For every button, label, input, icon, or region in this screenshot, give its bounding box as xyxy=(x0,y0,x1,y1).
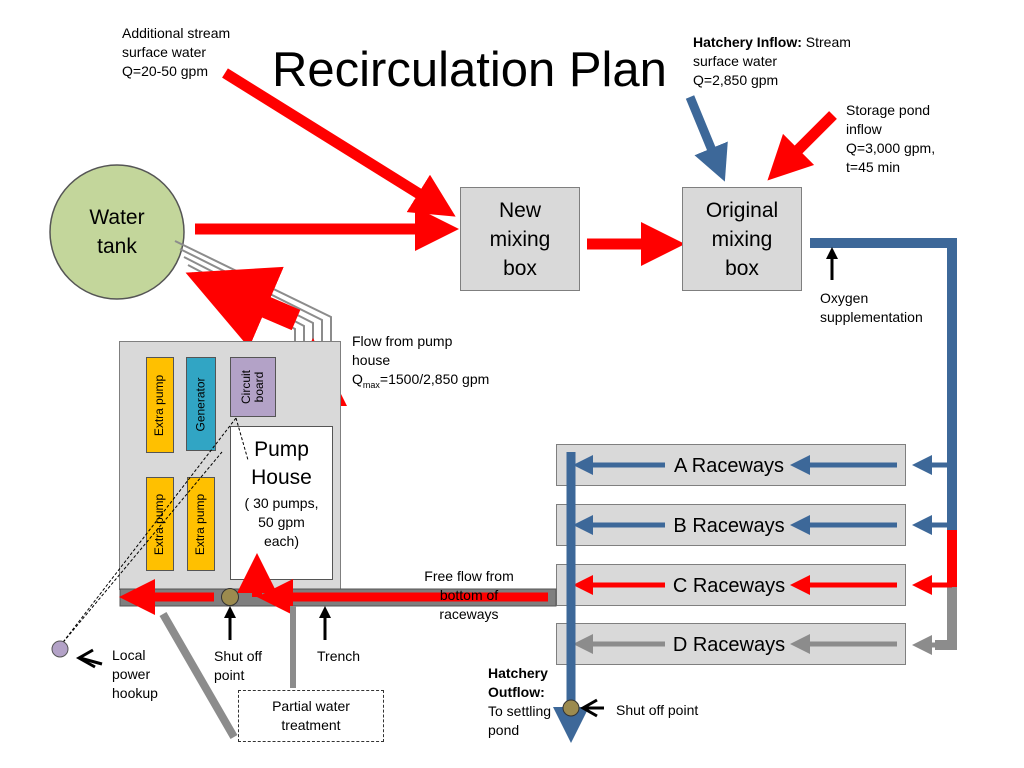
power-lines xyxy=(59,417,249,647)
shut-off-right-label: Shut off point xyxy=(616,702,699,718)
original-mixing-box: Original mixing box xyxy=(682,187,802,291)
shut-off-valve-right xyxy=(562,699,580,717)
raceway-flow-arrows xyxy=(573,455,952,655)
pump-house-detail: ( 30 pumps, 50 gpm each) xyxy=(244,495,319,549)
additional-stream-arrow xyxy=(222,68,456,217)
qmax-label: Qmax=1500/2,850 gpm xyxy=(352,370,489,395)
oxygen-label: Oxygen supplementation xyxy=(820,290,923,325)
storage-pond-arrow xyxy=(767,111,837,181)
water-tank-label: Water tank xyxy=(89,206,145,258)
raceway-a-label: A Raceways xyxy=(669,453,789,479)
storage-pond-label: Storage pond inflow Q=3,000 gpm, t=45 mi… xyxy=(846,102,936,175)
shut-off-valve-left xyxy=(221,588,239,606)
hatchery-inflow-bold: Hatchery Inflow: xyxy=(693,34,802,50)
hatchery-outflow-detail: To settling pond xyxy=(488,703,552,738)
additional-stream-label: Additional stream surface water Q=20-50 … xyxy=(122,25,231,79)
raceway-d-label: D Raceways xyxy=(669,632,789,658)
trench-label: Trench xyxy=(317,648,361,664)
free-flow-label: Free flow from bottom of raceways xyxy=(424,568,514,622)
water-tank-shape xyxy=(49,164,185,300)
flow-to-tank-arrow xyxy=(185,266,301,348)
generator: Generator xyxy=(186,357,216,451)
hatchery-inflow-detail: surface water Q=2,850 gpm xyxy=(693,53,779,88)
raceway-b-label: B Raceways xyxy=(669,513,789,539)
extra-pump-2: Extra pump xyxy=(146,477,174,571)
shut-off-left-label: Shut off point xyxy=(214,648,263,683)
new-mixing-box: New mixing box xyxy=(460,187,580,291)
raceway-c-label: C Raceways xyxy=(669,573,789,599)
raceway-d: D Raceways xyxy=(556,623,906,665)
hatchery-inflow-heading: Hatchery Inflow: Stream xyxy=(693,33,851,52)
extra-pump-1: Extra pump xyxy=(146,357,174,453)
partial-water-treatment-box: Partial water treatment xyxy=(238,690,384,742)
hatchery-inflow-rest: Stream xyxy=(805,34,851,50)
pump-house-title: Pump House xyxy=(251,438,312,489)
hatchery-inflow-arrow xyxy=(685,95,728,182)
pointer-arrows xyxy=(75,247,838,718)
flow-from-pump-house-label: Flow from pump house xyxy=(352,333,453,368)
hatchery-outflow-heading: Hatchery Outflow: xyxy=(488,665,548,700)
pump-house-box: Pump House ( 30 pumps, 50 gpm each) xyxy=(230,426,333,580)
qmax-prefix: Q xyxy=(352,371,363,387)
page-title: Recirculation Plan xyxy=(272,43,667,97)
return-pipe-diagonal xyxy=(159,612,238,739)
qmax-value: =1500/2,850 gpm xyxy=(379,371,490,387)
extra-pump-3: Extra pump xyxy=(187,477,215,571)
circuit-board: Circuit board xyxy=(230,357,276,417)
local-power-hookup-node xyxy=(51,640,69,658)
qmax-sub: max xyxy=(362,379,380,390)
local-power-label: Local power hookup xyxy=(112,647,158,701)
